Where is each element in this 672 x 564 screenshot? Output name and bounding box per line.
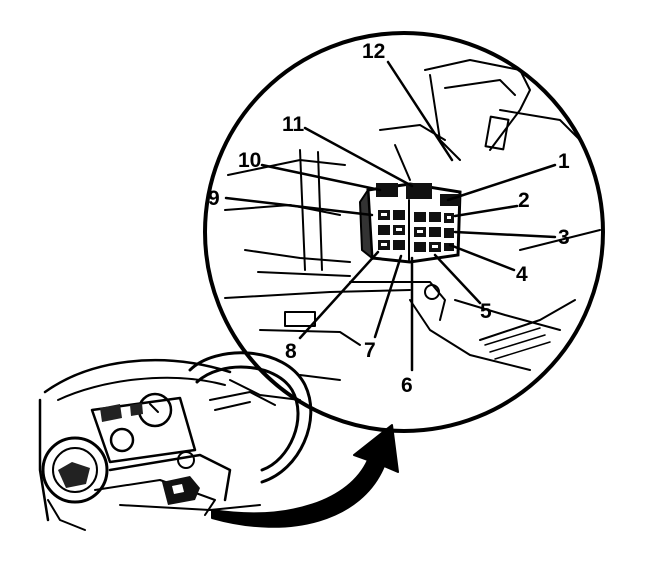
callout-9: 9 <box>208 187 220 210</box>
callout-6: 6 <box>401 374 413 397</box>
callout-3: 3 <box>558 226 570 249</box>
fuse-block <box>358 182 462 264</box>
callout-2: 2 <box>518 189 530 212</box>
callout-4: 4 <box>516 263 528 286</box>
callout-12: 12 <box>362 40 385 63</box>
leader-lines <box>224 60 557 372</box>
detail-view <box>203 31 605 433</box>
detail-background-structure <box>224 59 601 371</box>
dashboard-overview <box>38 351 341 531</box>
curved-arrow <box>211 424 399 528</box>
callout-10: 10 <box>238 149 261 172</box>
callout-5: 5 <box>480 300 492 323</box>
callout-7: 7 <box>364 339 376 362</box>
callout-8: 8 <box>285 340 297 363</box>
callout-11: 11 <box>282 113 305 136</box>
callout-1: 1 <box>558 150 570 173</box>
callout-labels: 1 2 3 4 5 6 7 8 9 10 11 12 <box>208 40 570 397</box>
